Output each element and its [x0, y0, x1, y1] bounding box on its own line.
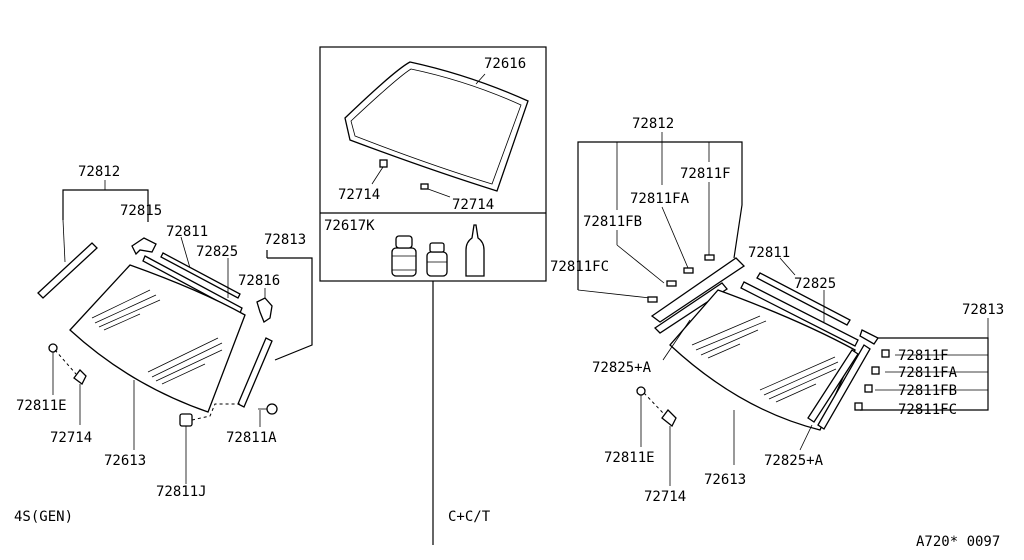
label-72811J: 72811J — [156, 484, 207, 500]
clip-72714-right — [661, 409, 677, 428]
pillar-top-clip — [859, 329, 879, 345]
label-72811FC-right: 72811FC — [898, 402, 957, 418]
label-72714-center-a: 72714 — [338, 187, 380, 203]
clip-72811FA-top — [683, 267, 694, 274]
label-72813-right: 72813 — [962, 302, 1004, 318]
right-assembly: 72812 72811F 72811FA 72811FB 72811FC 728… — [550, 116, 1004, 505]
clip-72811FB-right — [864, 384, 873, 393]
clip-72811E-right — [636, 386, 646, 396]
clip-72714-center-b — [420, 183, 429, 190]
label-72811-right: 72811 — [748, 245, 790, 261]
label-72815: 72815 — [120, 203, 162, 219]
molding-72825-right — [756, 272, 851, 326]
clip-72815 — [131, 237, 157, 256]
left-assembly: 72812 72815 72811 72825 72813 72816 7281… — [14, 164, 313, 525]
label-72811FA-right: 72811FA — [898, 365, 958, 381]
leader-72813-left — [267, 257, 313, 361]
label-72811F-right: 72811F — [898, 348, 949, 364]
leader-72812-right — [577, 141, 743, 290]
label-72811FB-right: 72811FB — [898, 383, 957, 399]
variant-label-cct: C+C/T — [448, 509, 491, 525]
label-72811FA-top: 72811FA — [630, 191, 690, 207]
label-72811-left: 72811 — [166, 224, 208, 240]
label-72811E-left: 72811E — [16, 398, 67, 414]
variant-label-4s-gen: 4S(GEN) — [14, 509, 73, 525]
molding-72825-left — [160, 252, 241, 299]
windshield-glass-72613-left — [69, 264, 246, 413]
footer-code: A720* 0097 — [916, 534, 1000, 550]
label-72811F-top: 72811F — [680, 166, 731, 182]
clip-72811F-right — [881, 349, 890, 358]
weatherstrip-72616 — [344, 61, 529, 192]
label-72617K: 72617K — [324, 218, 375, 234]
sealant-kit-72617K — [391, 224, 485, 277]
label-72613-left: 72613 — [104, 453, 146, 469]
pillar-molding-72813-left — [237, 337, 273, 408]
clip-72714-center-a — [379, 159, 388, 168]
label-72714-left: 72714 — [50, 430, 92, 446]
side-molding-right — [650, 257, 746, 323]
clip-72816 — [256, 297, 273, 323]
clip-72811A — [266, 403, 278, 415]
label-72616: 72616 — [484, 56, 526, 72]
label-72613-right: 72613 — [704, 472, 746, 488]
label-72811A: 72811A — [226, 430, 277, 446]
clip-72811FA-right — [871, 366, 880, 375]
label-72811FC-top: 72811FC — [550, 259, 609, 275]
label-72714-right: 72714 — [644, 489, 686, 505]
label-72812-right: 72812 — [632, 116, 674, 132]
molding-72811-right — [740, 281, 859, 347]
pillar-molding-72825A-right — [807, 349, 859, 423]
label-72812-left: 72812 — [78, 164, 120, 180]
clip-72714-left — [73, 369, 87, 385]
clip-72811FB-top — [666, 280, 677, 287]
label-72811E-right: 72811E — [604, 450, 655, 466]
label-72714-center-b: 72714 — [452, 197, 494, 213]
side-molding-left — [37, 242, 98, 299]
clip-72811FC-right — [854, 402, 863, 411]
label-72811FB-top: 72811FB — [583, 214, 642, 230]
label-72825A-left: 72825+A — [592, 360, 652, 376]
clip-72811J — [179, 413, 193, 427]
center-assembly: 72616 72714 72714 72617K C+C/T — [319, 46, 547, 545]
molding-72825A-top — [653, 282, 728, 334]
label-72816: 72816 — [238, 273, 280, 289]
clip-72811FC-top — [647, 296, 658, 303]
label-72825A-bottom: 72825+A — [764, 453, 824, 469]
label-72813-left: 72813 — [264, 232, 306, 248]
leader-72812-left — [62, 189, 149, 222]
label-72825-left: 72825 — [196, 244, 238, 260]
windshield-glass-72613-right — [669, 289, 856, 431]
clip-72811F-top — [704, 254, 715, 261]
leader-72813-right — [860, 337, 989, 411]
label-72825-right: 72825 — [794, 276, 836, 292]
pillar-molding-72813-right — [817, 344, 871, 430]
